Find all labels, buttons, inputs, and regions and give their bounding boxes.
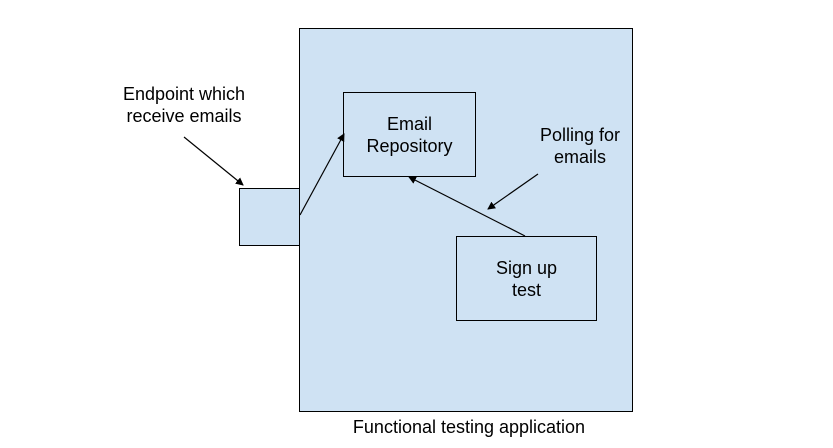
email-repository-label: Email Repository bbox=[366, 113, 453, 156]
arrow-endpoint-note-to-endpoint bbox=[183, 136, 244, 186]
arrow-polling-note bbox=[487, 173, 539, 210]
polling-annotation: Polling for emails bbox=[539, 125, 621, 167]
arrow-endpoint-to-email-repository bbox=[299, 133, 345, 216]
endpoint-annotation: Endpoint which receive emails bbox=[122, 84, 246, 126]
email-repository-box bbox=[343, 92, 476, 177]
endpoint-box bbox=[239, 188, 300, 246]
container-caption: Functional testing application bbox=[352, 417, 586, 437]
arrow-sign-up-test-to-email-repository bbox=[408, 176, 526, 237]
sign-up-test-box bbox=[456, 236, 597, 321]
sign-up-test-label: Sign up test bbox=[495, 257, 558, 300]
